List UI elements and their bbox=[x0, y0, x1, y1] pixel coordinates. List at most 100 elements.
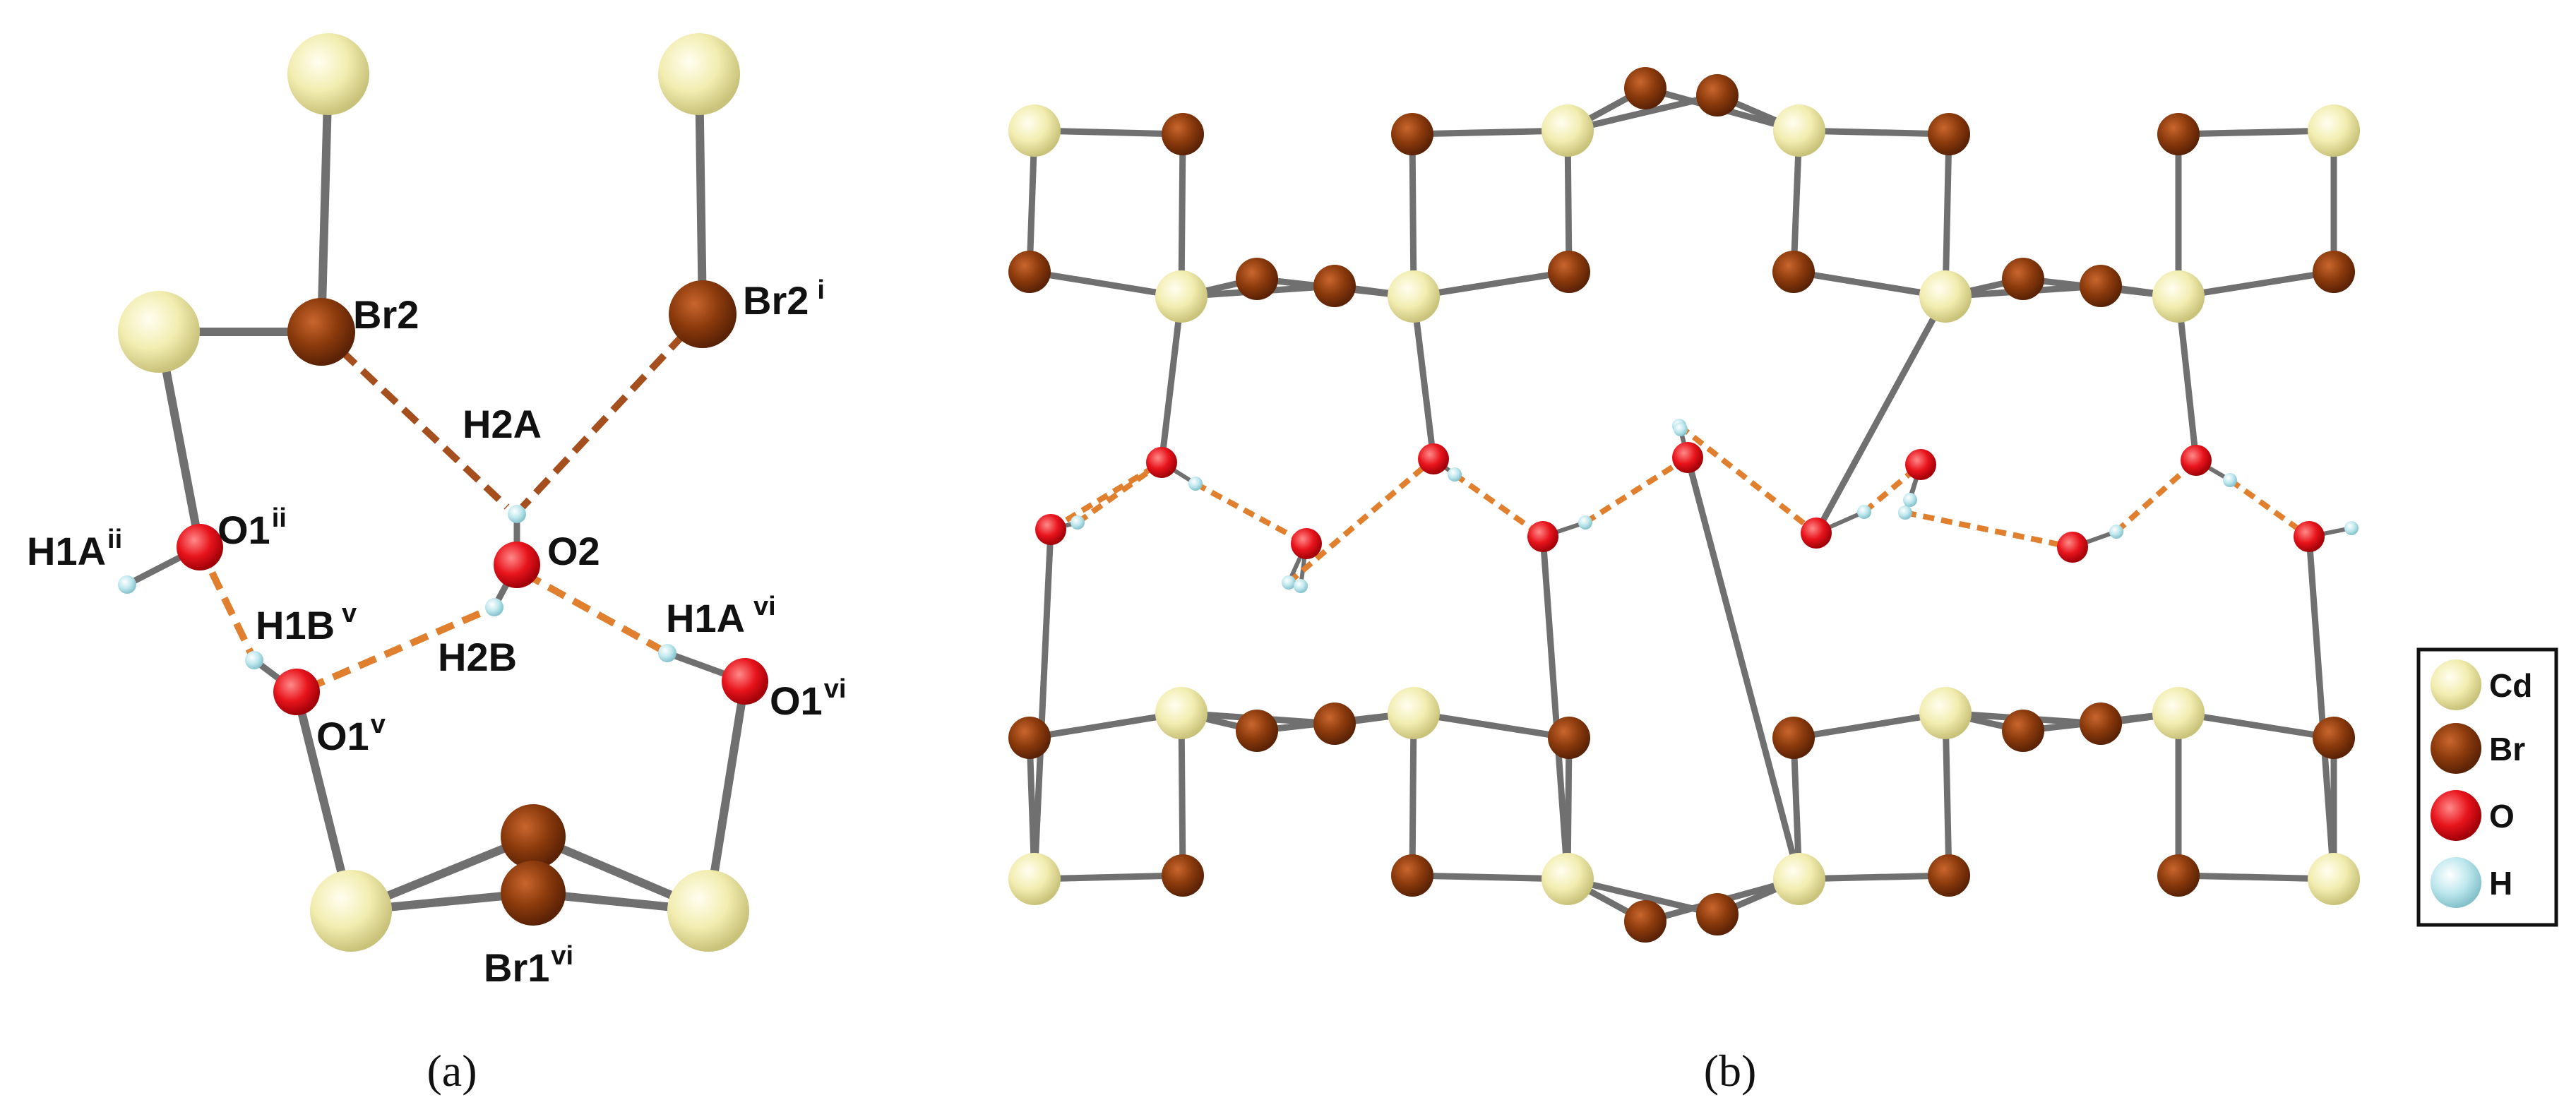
br-atom bbox=[2080, 703, 2122, 745]
hydrogen-bond bbox=[1049, 460, 1164, 532]
hydrogen-bond bbox=[1583, 455, 1690, 525]
bond bbox=[1409, 710, 1417, 879]
bond bbox=[1409, 131, 1417, 300]
br2-atom bbox=[287, 298, 355, 366]
bond bbox=[2306, 533, 2337, 883]
h-atom bbox=[1898, 506, 1912, 520]
br-swatch bbox=[2431, 723, 2481, 774]
br-atom bbox=[1313, 265, 1356, 307]
br-atom bbox=[1313, 703, 1356, 745]
cd-atom bbox=[1008, 853, 1061, 905]
o-atom bbox=[1527, 521, 1558, 552]
legend-item-o: O bbox=[2431, 790, 2515, 841]
label-o1-v: O1v bbox=[316, 710, 386, 758]
cd-atom bbox=[287, 33, 369, 115]
cd-atom bbox=[1542, 104, 1594, 157]
panel-b-bonds bbox=[1026, 85, 2354, 925]
br-atom bbox=[1928, 854, 1970, 897]
h-atom bbox=[2223, 473, 2237, 487]
hydrogen-bond bbox=[1194, 481, 1308, 546]
h2a-atom bbox=[508, 505, 526, 523]
panel-a-caption: (a) bbox=[427, 1046, 477, 1096]
br1-atom bbox=[501, 804, 566, 869]
cd-atom bbox=[1008, 104, 1061, 157]
cd-atom bbox=[118, 291, 200, 373]
h-atom bbox=[1674, 422, 1688, 436]
o-atom bbox=[1291, 528, 1322, 559]
label-o2: O2 bbox=[547, 529, 600, 573]
h-atom bbox=[1071, 515, 1085, 530]
br-atom bbox=[2002, 710, 2044, 752]
h1a-ii-atom bbox=[118, 575, 136, 594]
panel-b-atoms bbox=[1008, 67, 2360, 943]
cd-atom bbox=[2152, 270, 2205, 323]
label-o1-ii: O1ii bbox=[217, 503, 287, 552]
cd-atom bbox=[1155, 687, 1208, 739]
legend-item-cd: Cd bbox=[2431, 659, 2532, 710]
o-atom bbox=[2181, 445, 2212, 476]
panel-b-caption: (b) bbox=[1704, 1046, 1757, 1096]
h-atom bbox=[2109, 525, 2123, 539]
h-atom bbox=[1294, 579, 1308, 593]
label-h2b: H2B bbox=[438, 635, 517, 679]
panel-a-bonds bbox=[124, 70, 749, 915]
bond bbox=[2175, 268, 2337, 300]
br-atom bbox=[2313, 251, 2355, 293]
cd-atom bbox=[1773, 104, 1825, 157]
cd-atom bbox=[2308, 853, 2360, 905]
label-o1-vi: O1vi bbox=[770, 674, 846, 723]
hydrogen-bond bbox=[1287, 456, 1436, 585]
bond bbox=[1813, 293, 1949, 537]
br-atom bbox=[1008, 251, 1051, 293]
bond bbox=[1942, 131, 1952, 300]
br-atom bbox=[1928, 113, 1970, 155]
bond bbox=[1031, 526, 1054, 883]
h-atom bbox=[1282, 575, 1296, 590]
cd-atom bbox=[2152, 687, 2205, 739]
panel-b-hydrogen-bonds bbox=[1049, 423, 2311, 585]
label-h1a-ii: H1Aii bbox=[27, 525, 122, 573]
cd-atom bbox=[1919, 687, 1972, 739]
br-atom bbox=[1162, 113, 1204, 155]
br-atom bbox=[2002, 258, 2044, 300]
bond bbox=[1158, 293, 1185, 466]
panel-a-atoms bbox=[118, 33, 768, 952]
atom-legend: Cd Br O H bbox=[2416, 647, 2558, 927]
h-atom bbox=[1578, 515, 1592, 530]
br-atom bbox=[1548, 717, 1590, 759]
br-atom bbox=[2313, 717, 2355, 759]
o-atom bbox=[1035, 514, 1066, 545]
bond bbox=[1410, 268, 1573, 300]
br-atom bbox=[1624, 900, 1666, 943]
br-atom bbox=[2080, 265, 2122, 307]
hydrogen-bond bbox=[2228, 477, 2311, 539]
bond bbox=[1410, 710, 1573, 741]
br-atom bbox=[1391, 113, 1433, 155]
o1-v-atom bbox=[273, 669, 320, 715]
panel-b-layered-network: (b) bbox=[1008, 67, 2360, 1096]
legend-label-br: Br bbox=[2489, 731, 2525, 767]
label-h2a: H2A bbox=[463, 402, 542, 446]
o-atom bbox=[2294, 521, 2325, 552]
br-atom bbox=[1162, 854, 1204, 897]
o-atom bbox=[1146, 447, 1177, 478]
hydrogen-bond bbox=[1904, 510, 2073, 550]
cd-atom bbox=[658, 33, 740, 115]
legend-item-br: Br bbox=[2431, 723, 2525, 774]
h1a-vi-atom bbox=[658, 644, 676, 662]
br-atom bbox=[1624, 67, 1666, 109]
cd-atom bbox=[1155, 270, 1208, 323]
o-swatch bbox=[2431, 790, 2481, 841]
h-swatch bbox=[2431, 857, 2481, 908]
h-atom bbox=[1857, 505, 1871, 519]
o1-ii-atom bbox=[177, 524, 223, 570]
h2b-atom bbox=[485, 598, 503, 616]
h-atom bbox=[2344, 521, 2359, 535]
cd-atom bbox=[1388, 687, 1440, 739]
